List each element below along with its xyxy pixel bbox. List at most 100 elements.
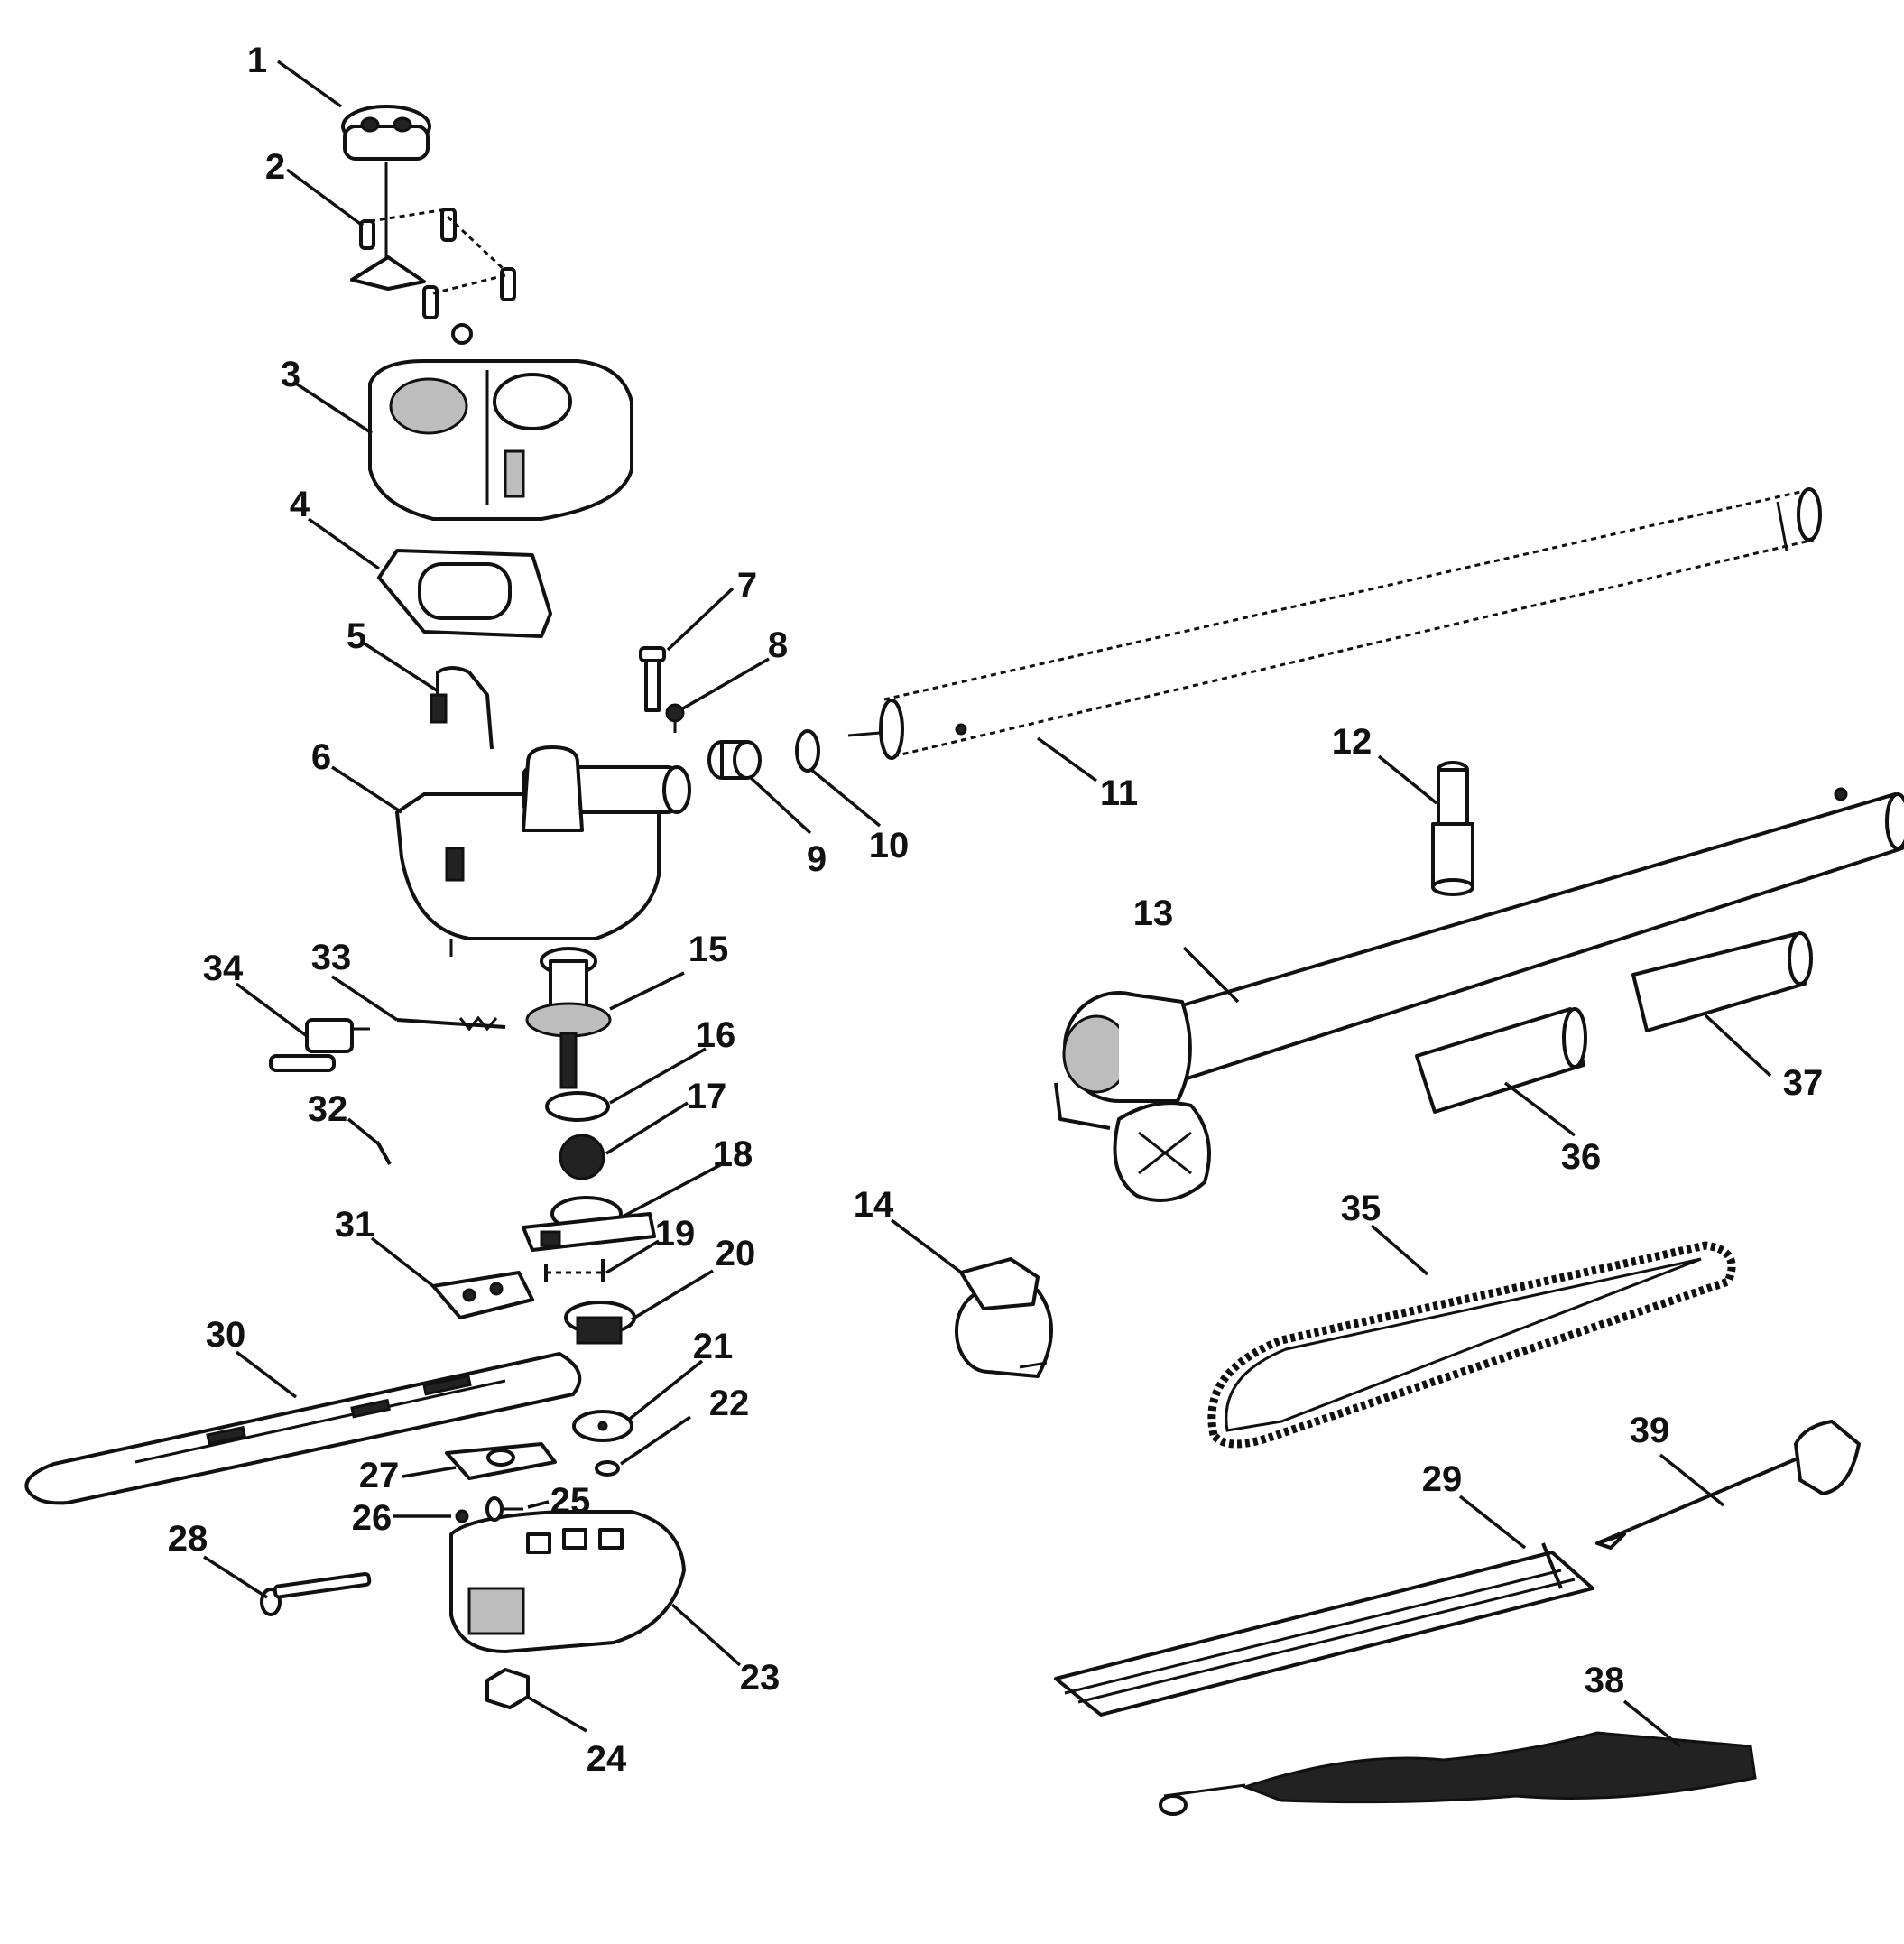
leader-18 [622,1162,723,1218]
part-number-labels: 1 2 3 4 5 6 7 8 9 10 11 12 13 14 15 16 1… [168,41,1824,1779]
leader-39 [1659,1453,1725,1507]
part-label-7: 7 [737,566,757,606]
leader-19 [605,1239,660,1274]
part-label-1: 1 [247,41,267,80]
part-10-ring [795,729,820,773]
part-32-screw [375,1141,392,1165]
part-label-23: 23 [740,1658,781,1698]
part-23-side-cover [449,1510,686,1653]
leader-14 [890,1218,966,1276]
leader-3 [295,382,373,435]
part-label-3: 3 [281,355,300,394]
part-label-20: 20 [716,1234,756,1273]
part-2-screws-bracket [350,208,516,345]
leader-23 [670,1603,742,1667]
leader-24 [526,1695,587,1733]
part-35-saw-chain [1207,1241,1736,1449]
leader-lines [203,60,1772,1748]
part-18-clutch [522,1196,656,1252]
part-5-clip [430,666,494,750]
part-17-spring [559,1134,605,1180]
leader-20 [631,1269,714,1321]
part-label-36: 36 [1561,1137,1602,1177]
part-label-29: 29 [1422,1459,1463,1499]
leader-35 [1370,1224,1429,1276]
part-6-gear-housing [395,745,691,957]
leader-2 [285,168,365,227]
part-label-34: 34 [203,949,244,988]
leader-15 [609,971,685,1011]
part-4-gasket [377,549,552,638]
part-label-15: 15 [689,930,729,969]
part-13-lower-shaft [1054,787,1904,1202]
part-label-30: 30 [206,1315,246,1355]
leader-17 [605,1101,689,1155]
part-label-25: 25 [550,1481,591,1521]
leader-38 [1622,1699,1682,1748]
part-label-14: 14 [854,1185,894,1225]
part-label-12: 12 [1332,722,1373,762]
part-19-screws [544,1259,605,1282]
part-1-cap [341,105,431,262]
part-24-nut [485,1668,530,1709]
part-label-5: 5 [347,616,366,656]
part-37-tube [1631,931,1813,1032]
part-label-18: 18 [713,1134,753,1174]
part-7-screw [639,646,666,712]
leader-27 [402,1466,457,1478]
part-14-bracket [955,1257,1053,1378]
leader-25 [527,1500,550,1509]
part-label-24: 24 [587,1739,627,1779]
part-label-21: 21 [693,1327,734,1366]
leader-36 [1503,1081,1576,1137]
part-label-17: 17 [687,1077,727,1116]
part-30-guide-bar [24,1352,582,1505]
leader-33 [331,975,398,1022]
part-38-strap [1159,1731,1757,1816]
leader-5 [362,641,438,692]
part-29-scabbard [1054,1542,1594,1717]
part-27-plate [445,1442,557,1480]
part-label-6: 6 [311,737,331,777]
part-31-plate [431,1271,534,1319]
part-25-pin [485,1496,523,1522]
part-26-screw [455,1509,469,1523]
part-16-ring [545,1091,610,1122]
part-34-tensioner [269,1018,370,1072]
part-9-bushing [707,740,762,780]
leader-12 [1377,754,1438,805]
leader-4 [307,517,381,570]
leader-34 [235,982,309,1038]
part-label-9: 9 [807,839,827,879]
part-label-10: 10 [869,826,910,866]
part-label-26: 26 [352,1498,393,1538]
leader-9 [747,774,812,835]
leader-21 [628,1359,704,1421]
part-39-wrench [1595,1420,1861,1550]
part-label-19: 19 [655,1214,696,1254]
part-label-11: 11 [1100,773,1138,813]
part-label-16: 16 [696,1015,736,1055]
part-36-tube [1415,1007,1587,1114]
leader-29 [1458,1495,1527,1550]
part-label-35: 35 [1341,1189,1382,1228]
leader-37 [1704,1014,1772,1078]
leader-16 [609,1047,707,1105]
part-label-39: 39 [1630,1411,1670,1450]
leader-13 [1182,946,1240,1004]
part-11-upper-shaft [847,487,1822,760]
part-label-2: 2 [265,147,285,187]
part-label-37: 37 [1783,1063,1824,1103]
part-label-8: 8 [768,625,788,665]
part-3-upper-housing [368,359,633,521]
part-label-22: 22 [709,1384,750,1423]
part-label-13: 13 [1133,893,1174,933]
part-label-32: 32 [308,1089,348,1129]
leader-10 [809,767,882,828]
leader-28 [203,1555,268,1599]
leader-22 [620,1415,691,1466]
part-12-sleeve [1431,761,1474,896]
part-21-washer [572,1410,633,1442]
